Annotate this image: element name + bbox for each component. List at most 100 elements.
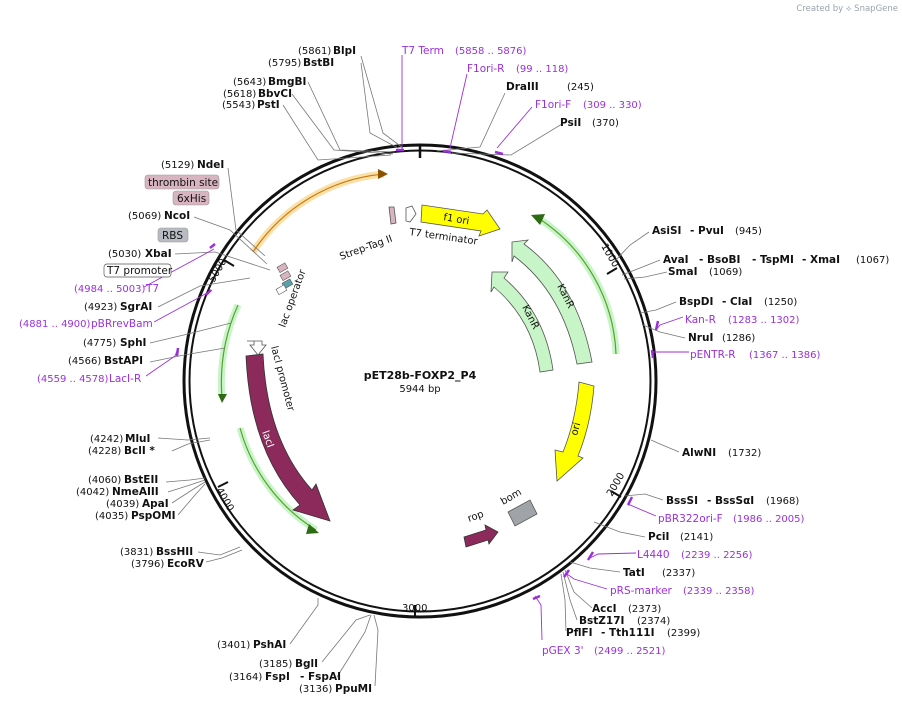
feature-laci-promoter[interactable] (247, 340, 267, 356)
site-ncoi[interactable]: NcoI (164, 210, 190, 222)
site-asisi[interactable]: AsiSI (652, 225, 681, 237)
feature-6xhis-box[interactable] (172, 190, 210, 206)
feature-strep-tag[interactable] (388, 206, 397, 225)
site-tati-pos: (2337) (662, 568, 695, 579)
primer-f1ori-f-pos: (309 .. 330) (583, 100, 642, 111)
feature-laci-promoter-label: lacI promoter (268, 345, 296, 413)
site-pshai[interactable]: PshAI (253, 639, 286, 651)
feature-kanr-1[interactable] (511, 239, 593, 365)
site-psti[interactable]: PstI (257, 99, 280, 111)
primer-t7[interactable]: T7 (145, 283, 159, 295)
site-psii[interactable]: PsiI (560, 117, 581, 129)
primer-f1ori-f[interactable]: F1ori-F (535, 99, 571, 111)
site-bstbi[interactable]: BstBI (303, 57, 334, 69)
site-ndei-pos: (5129) (161, 160, 194, 171)
feature-lac-operator-cluster[interactable] (275, 262, 294, 296)
site-bstz17i[interactable]: BstZ17I (579, 615, 624, 627)
orf-arc-left-b-head (306, 524, 319, 534)
site-pvui[interactable]: - PvuI (690, 225, 724, 237)
primer-prs-marker[interactable]: pRS-marker (610, 585, 673, 597)
site-pflfi[interactable]: PflFI (566, 627, 593, 639)
site-tth111i[interactable]: - Tth111I (601, 627, 655, 639)
primer-kan-r[interactable]: Kan-R (685, 314, 716, 326)
site-bsteii[interactable]: BstEII (124, 474, 158, 486)
primer-pentr-r-pos: (1367 .. 1386) (749, 350, 821, 361)
primer-f1ori-r[interactable]: F1ori-R (467, 63, 504, 75)
site-fspai[interactable]: - FspAI (300, 671, 341, 683)
feature-kanr-2[interactable] (490, 271, 554, 373)
primer-marks (175, 148, 660, 601)
feature-t7-terminator[interactable] (405, 205, 417, 223)
primer-pentr-r[interactable]: pENTR-R (690, 349, 736, 361)
site-smai[interactable]: SmaI (668, 266, 698, 278)
site-pcii[interactable]: PciI (648, 531, 669, 543)
site-apai[interactable]: ApaI (142, 498, 169, 510)
site-clai[interactable]: - ClaI (722, 296, 752, 308)
feature-ori[interactable] (554, 381, 595, 482)
orf-arc-left-b-line (239, 427, 317, 531)
site-xmai[interactable]: - XmaI (802, 254, 840, 266)
site-ncoi-pos: (5069) (128, 211, 161, 222)
site-ecorv[interactable]: EcoRV (167, 558, 205, 570)
site-sgrai[interactable]: SgrAI (120, 301, 152, 313)
primer-pbr322ori-f[interactable]: pBR322ori-F (658, 513, 723, 525)
primer-t7-term[interactable]: T7 Term (401, 45, 444, 57)
orf-arc-left-a-head (218, 394, 227, 403)
feature-t7-promoter-box[interactable] (103, 263, 172, 278)
site-nrui[interactable]: NruI (688, 332, 713, 344)
site-acci[interactable]: AccI (592, 603, 616, 615)
site-bcli[interactable]: BclI * (124, 445, 155, 457)
site-bbvci-pos: (5618) (223, 89, 256, 100)
primer-laci-r[interactable]: LacI-R (109, 373, 141, 385)
feature-rop[interactable] (463, 524, 499, 548)
site-pspomi[interactable]: PspOMI (131, 510, 176, 522)
site-pflfi-pos: (2399) (667, 628, 700, 639)
site-ecorv-pos: (3796) (131, 559, 164, 570)
site-bsssi[interactable]: BssSI (666, 495, 698, 507)
site-psti-pos: (5543) (222, 100, 255, 111)
site-mlui[interactable]: MluI (125, 433, 150, 445)
feature-bom[interactable] (507, 499, 538, 527)
feature-laci[interactable] (245, 353, 331, 522)
site-acci-pos: (2373) (628, 604, 661, 615)
feature-f1-ori[interactable] (420, 204, 501, 237)
primer-l4440-pos: (2239 .. 2256) (681, 550, 753, 561)
site-alwni[interactable]: AlwNI (682, 447, 716, 459)
tick-label-3000: 3000 (402, 603, 427, 614)
site-bstapi[interactable]: BstAPI (104, 355, 143, 367)
site-xbai-pos: (5030) (108, 249, 141, 260)
site-ppumi[interactable]: PpuMI (335, 683, 372, 695)
site-tati[interactable]: TatI (623, 567, 645, 579)
plasmid-length: 5944 bp (399, 384, 440, 395)
site-ppumi-pos: (3136) (299, 684, 332, 695)
feature-6xhis: 6xHis (177, 193, 206, 205)
site-sphi[interactable]: SphI (120, 337, 146, 349)
primer-pbrrevbam[interactable]: pBRrevBam (91, 318, 153, 330)
orf-arc-orange-head (378, 169, 388, 179)
primer-l4440[interactable]: L4440 (637, 549, 670, 561)
site-bgli[interactable]: BglI (295, 658, 318, 670)
site-bsshii[interactable]: BssHII (156, 546, 193, 558)
site-ndei[interactable]: NdeI (197, 159, 224, 171)
leader-lines (149, 55, 686, 687)
site-sgrai-pos: (4923) (84, 302, 117, 313)
site-bspdi[interactable]: BspDI (679, 296, 713, 308)
site-draiii-pos: (245) (567, 82, 594, 93)
feature-ori-label: ori (569, 421, 583, 436)
site-blpi[interactable]: BlpI (333, 45, 356, 57)
site-draiii[interactable]: DraIII (506, 81, 539, 93)
site-nmeaiii[interactable]: NmeAIII (112, 486, 159, 498)
site-bsobi[interactable]: - BsoBI (699, 254, 740, 266)
site-bbvci[interactable]: BbvCI (258, 88, 292, 100)
site-tspmi[interactable]: - TspMI (752, 254, 794, 266)
feature-thrombin-box[interactable] (144, 174, 220, 190)
site-xbai[interactable]: XbaI (145, 248, 172, 260)
site-avai[interactable]: AvaI (663, 254, 689, 266)
site-bmgbi[interactable]: BmgBI (268, 76, 306, 88)
site-fspi[interactable]: FspI (265, 671, 290, 683)
site-bsssai[interactable]: - BssSαI (707, 495, 754, 507)
primer-pgex3[interactable]: pGEX 3' (542, 645, 584, 657)
feature-rbs-box[interactable] (157, 227, 189, 243)
